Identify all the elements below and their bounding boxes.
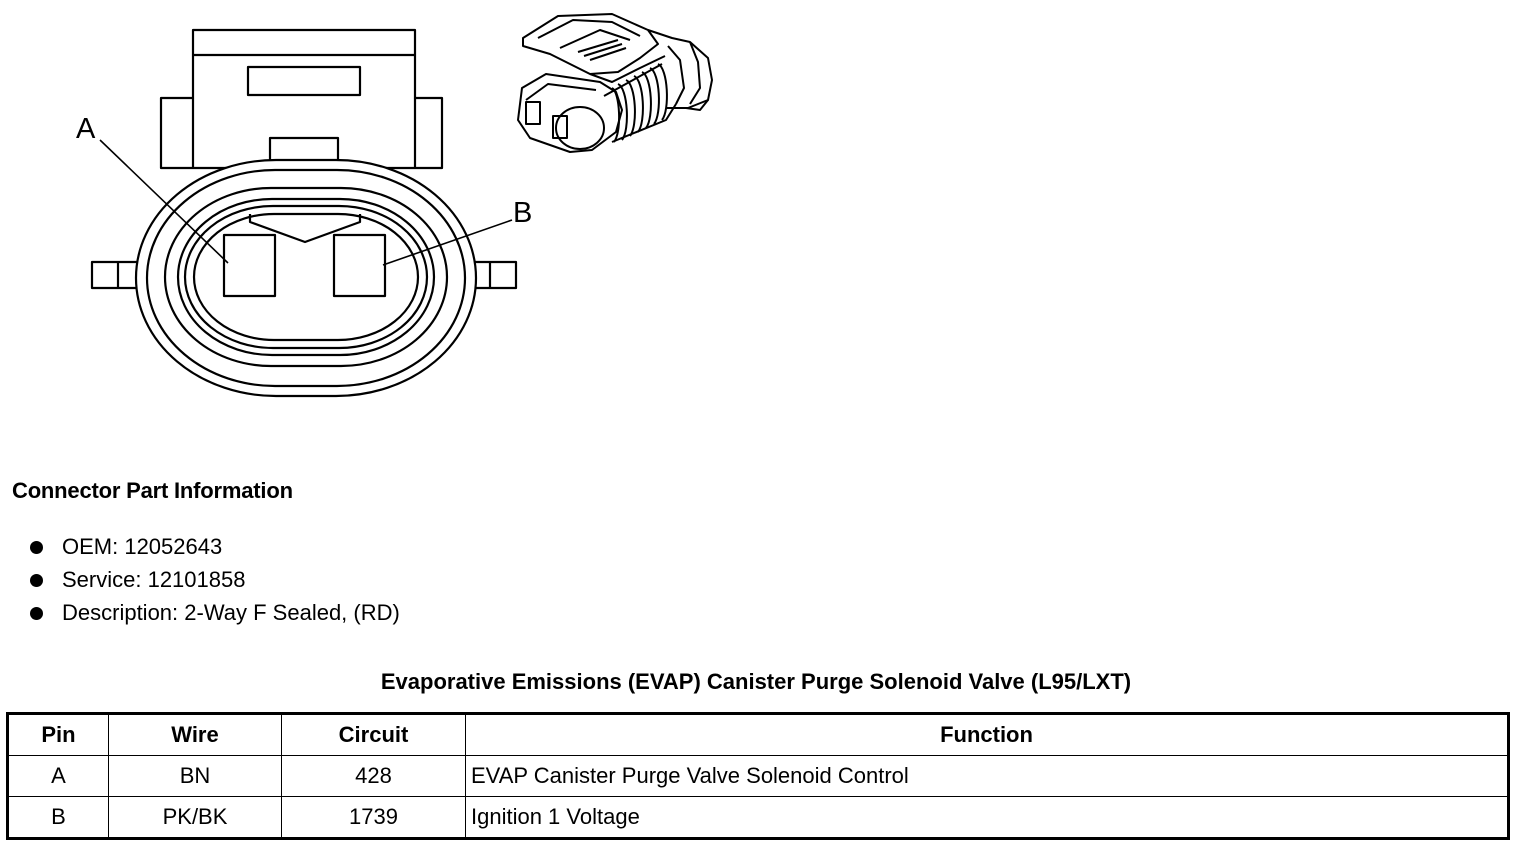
info-item-service: Service: 12101858 [30, 566, 400, 599]
connector-3d-view [517, 13, 713, 153]
info-item-oem: OEM: 12052643 [30, 533, 400, 566]
header-circuit: Circuit [281, 713, 466, 756]
pin-table: Pin Wire Circuit Function A BN 428 EVAP … [6, 712, 1510, 840]
info-item-text: Service: 12101858 [62, 567, 246, 592]
cell-function: Ignition 1 Voltage [465, 796, 1509, 839]
table-row: B PK/BK 1739 Ignition 1 Voltage [7, 796, 1509, 839]
header-pin: Pin [7, 713, 109, 756]
bullet-icon [30, 574, 43, 587]
cell-wire: BN [108, 755, 282, 797]
connector-info-list: OEM: 12052643 Service: 12101858 Descript… [30, 533, 400, 632]
cell-pin: B [7, 796, 109, 839]
bullet-icon [30, 607, 43, 620]
pin-label-b: B [513, 197, 532, 229]
pin-label-a: A [76, 113, 96, 145]
table-header-row: Pin Wire Circuit Function [7, 713, 1509, 756]
pin-b-cavity [332, 233, 387, 298]
table-title: Evaporative Emissions (EVAP) Canister Pu… [380, 669, 1132, 694]
connector-face [90, 28, 518, 398]
header-wire: Wire [108, 713, 282, 756]
cell-pin: A [7, 755, 109, 797]
cell-circuit: 428 [281, 755, 466, 797]
info-item-text: Description: 2-Way F Sealed, (RD) [62, 600, 400, 625]
connector-info-heading: Connector Part Information [12, 478, 293, 503]
bullet-icon [30, 541, 43, 554]
cell-wire: PK/BK [108, 796, 282, 839]
connector-diagram: A B [76, 13, 713, 398]
table-row: A BN 428 EVAP Canister Purge Valve Solen… [7, 755, 1509, 797]
pin-a-cavity [222, 233, 277, 298]
info-item-description: Description: 2-Way F Sealed, (RD) [30, 599, 400, 632]
cell-function: EVAP Canister Purge Valve Solenoid Contr… [465, 755, 1509, 797]
header-function: Function [465, 713, 1509, 756]
cell-circuit: 1739 [281, 796, 466, 839]
info-item-text: OEM: 12052643 [62, 534, 223, 559]
